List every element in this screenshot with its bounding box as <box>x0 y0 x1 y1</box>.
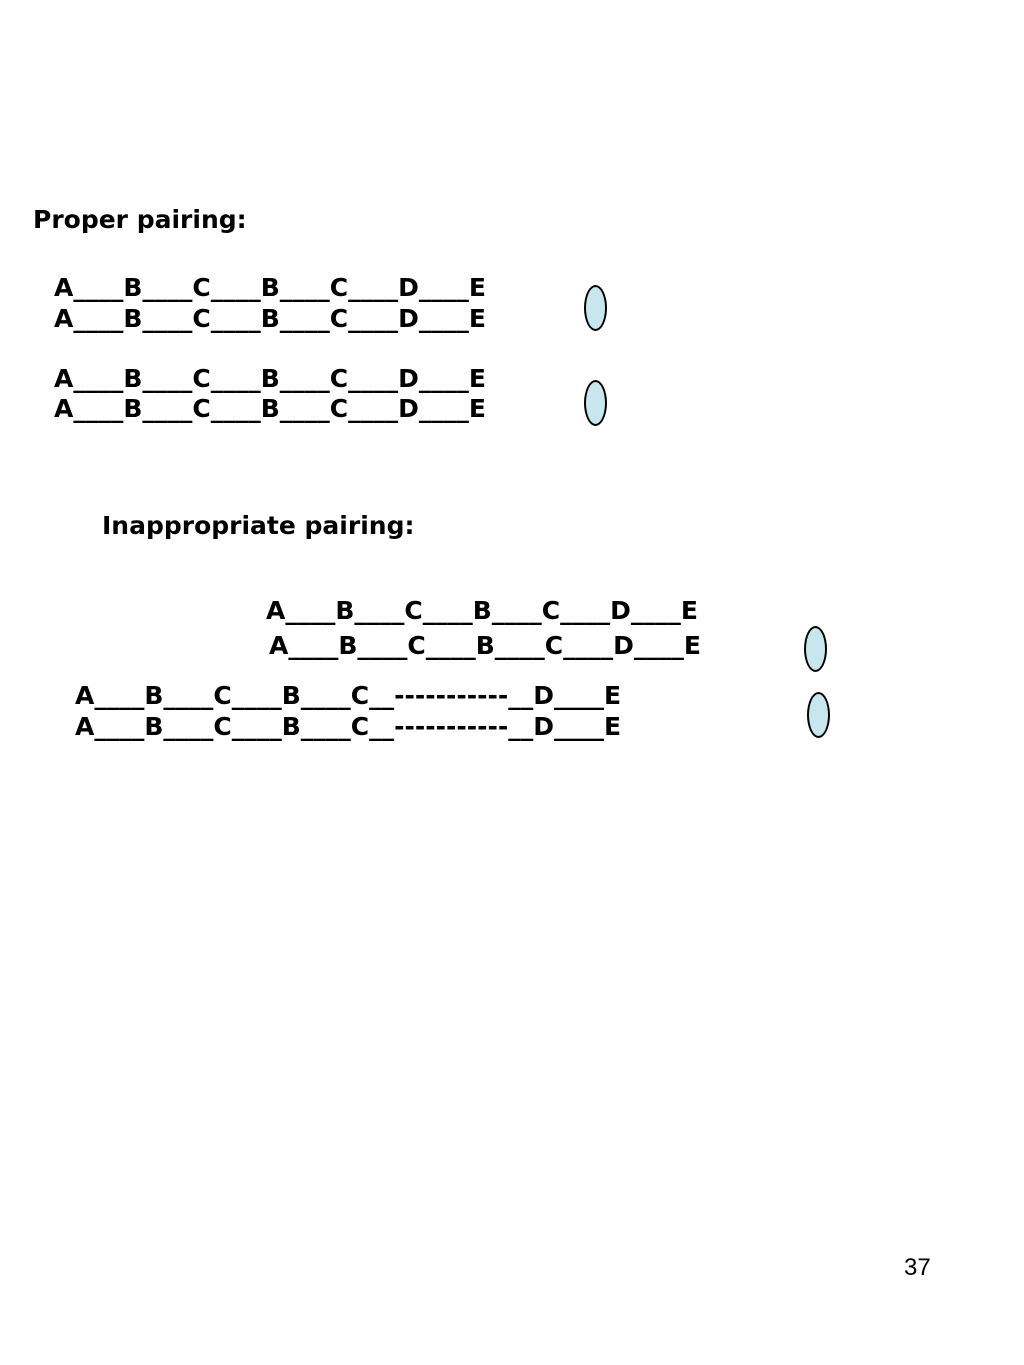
inappropriate-pair-2-marker <box>807 692 830 738</box>
proper-pair-1-top-strand: A____B____C____B____C____D____E <box>54 273 486 302</box>
inappropriate-pair-2-bottom-strand: A____B____C____B____C__-----------__D___… <box>75 712 622 741</box>
page-number: 37 <box>904 1254 931 1281</box>
inappropriate-pairing-heading: Inappropriate pairing: <box>102 511 415 540</box>
proper-pair-2-top-strand: A____B____C____B____C____D____E <box>54 364 486 393</box>
inappropriate-pair-1-top-strand: A____B____C____B____C____D____E <box>266 596 698 625</box>
proper-pairing-heading: Proper pairing: <box>33 205 247 234</box>
proper-pair-2-marker <box>584 380 607 426</box>
inappropriate-pair-2-top-strand: A____B____C____B____C__-----------__D___… <box>75 681 622 710</box>
inappropriate-pair-1-marker <box>804 626 827 672</box>
inappropriate-pair-1-bottom-strand: A____B____C____B____C____D____E <box>269 631 701 660</box>
proper-pair-1-bottom-strand: A____B____C____B____C____D____E <box>54 304 486 333</box>
proper-pair-1-marker <box>584 285 607 331</box>
proper-pair-2-bottom-strand: A____B____C____B____C____D____E <box>54 394 486 423</box>
